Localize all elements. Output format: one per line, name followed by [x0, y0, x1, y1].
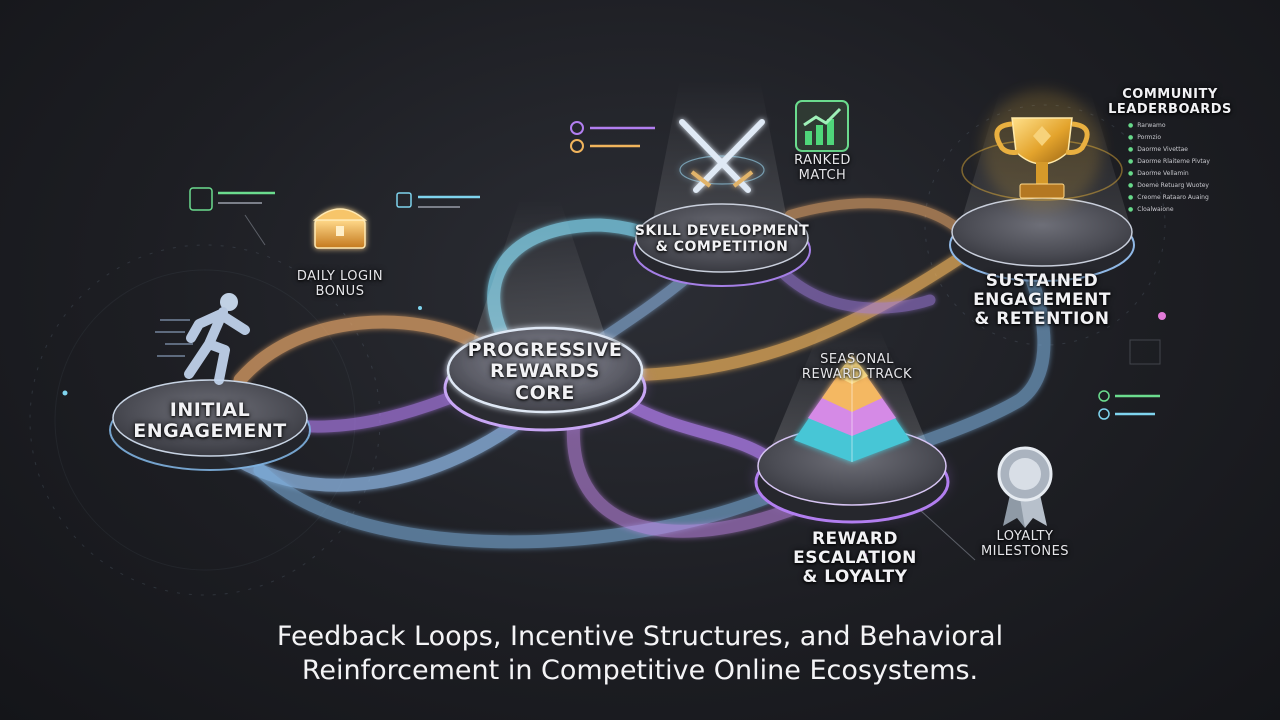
- node-sustained-engagement: [949, 197, 1135, 282]
- label-sustained-engagement: SUSTAINED ENGAGEMENT & RETENTION: [973, 271, 1111, 330]
- leaderboard-row: ●Cloalwaione: [1128, 206, 1174, 213]
- leaderboard-row: ●Daorme Rlaiteme Pivtay: [1128, 158, 1210, 165]
- trophy-icon: [961, 90, 1123, 210]
- label-initial-engagement: INITIAL ENGAGEMENT: [133, 399, 287, 443]
- track-skill-to-core: [594, 269, 696, 346]
- hud-decorations: [62, 121, 1166, 561]
- node-reward-escalation: [754, 426, 950, 524]
- track-initial-to-core-upper: [233, 315, 487, 387]
- crossed-swords-icon: [679, 119, 765, 193]
- leaderboard-row: ●Rarwamo: [1128, 122, 1166, 129]
- label-progressive-rewards-core: PROGRESSIVE REWARDS CORE: [467, 339, 623, 404]
- medal-icon: [997, 446, 1053, 528]
- runner-icon: [155, 293, 250, 385]
- node-skill-development: [633, 203, 811, 287]
- label-reward-escalation: REWARD ESCALATION & LOYALTY: [793, 529, 917, 588]
- track-core-down-loop: [566, 403, 797, 538]
- label-seasonal-reward-track: SEASONAL REWARD TRACK: [801, 352, 913, 382]
- tier-pyramid-icon: [794, 355, 910, 462]
- treasure-chest-icon: [313, 208, 367, 249]
- track-skill-to-sustained: [785, 198, 970, 240]
- leaderboard-title: COMMUNITY LEADERBOARDS: [1108, 87, 1232, 117]
- label-skill-development: SKILL DEVELOPMENT & COMPETITION: [634, 223, 810, 255]
- diagram-caption: Feedback Loops, Incentive Structures, an…: [276, 621, 1004, 687]
- track-core-to-sustained: [634, 252, 966, 381]
- node-progressive-rewards-core: [443, 326, 647, 432]
- leaderboard-row: ●Daorme Vivettae: [1128, 146, 1188, 153]
- leaderboard-row: ●Daorme Vellamin: [1128, 170, 1189, 177]
- leaderboard-row: ●Doeme Retuarg Wuotey: [1128, 182, 1209, 189]
- label-loyalty-milestones: LOYALTY MILESTONES: [980, 529, 1070, 559]
- label-daily-login-bonus: DAILY LOGIN BONUS: [296, 269, 384, 299]
- rising-chart-icon: [795, 100, 849, 152]
- leaderboard-row: ●Pormzio: [1128, 134, 1162, 141]
- label-ranked-match: RANKED MATCH: [794, 153, 851, 183]
- node-initial-engagement: [109, 379, 311, 471]
- track-skill-to-escalation: [774, 264, 936, 314]
- leaderboard-row: ●Creome Rataaro Auaing: [1128, 194, 1209, 201]
